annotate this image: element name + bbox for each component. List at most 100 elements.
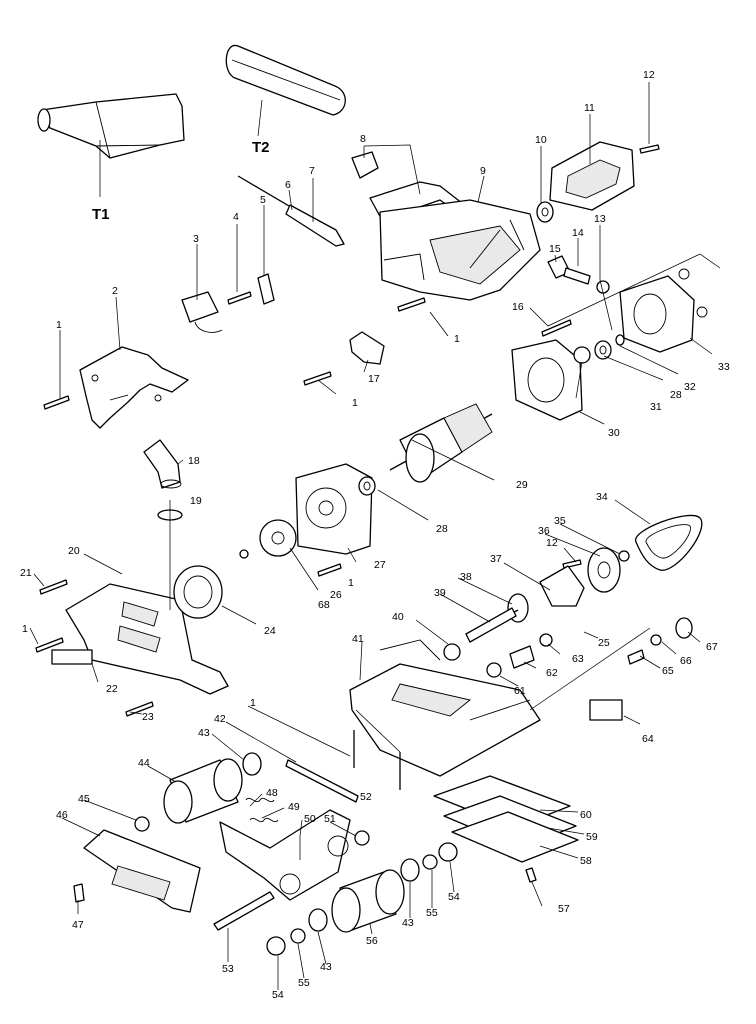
- callout-10: 10: [535, 134, 547, 146]
- callout-65: 65: [662, 665, 674, 677]
- callout-27: 27: [374, 559, 386, 571]
- part-42-52-64: [285, 699, 623, 803]
- callout-23: 23: [142, 711, 154, 723]
- callout-36: 36: [538, 525, 550, 537]
- callout-13: 13: [594, 213, 606, 225]
- callout-30: 30: [608, 427, 620, 439]
- callout-51: 51: [324, 813, 336, 825]
- callout-28: 28: [670, 389, 682, 401]
- callout-60: 60: [580, 809, 592, 821]
- callout-59: 59: [586, 831, 598, 843]
- callout-1: 1: [352, 397, 358, 409]
- part-30-32: [511, 334, 625, 421]
- part-washers: [134, 816, 458, 956]
- callout-52: 52: [360, 791, 372, 803]
- callout-24: 24: [264, 625, 276, 637]
- callout-26: 26: [330, 589, 342, 601]
- callout-33: 33: [718, 361, 730, 373]
- callout-2: 2: [112, 285, 118, 297]
- part-20-24-handle: [65, 565, 229, 695]
- callout-42: 42: [214, 713, 226, 725]
- callout-3: 3: [193, 233, 199, 245]
- callout-55: 55: [426, 907, 438, 919]
- callout-t1: T1: [92, 206, 110, 223]
- callout-25: 25: [598, 637, 610, 649]
- part-3-5-6-7: [181, 175, 345, 333]
- callout-1: 1: [454, 333, 460, 345]
- callout-62: 62: [546, 667, 558, 679]
- callout-58: 58: [580, 855, 592, 867]
- callout-57: 57: [558, 903, 570, 915]
- callout-11: 11: [584, 102, 595, 114]
- callout-48: 48: [266, 787, 278, 799]
- callout-28: 28: [436, 523, 448, 535]
- callout-56: 56: [366, 935, 378, 947]
- callout-66: 66: [680, 655, 692, 667]
- callout-19: 19: [190, 495, 202, 507]
- part-22-label: [51, 649, 93, 665]
- callout-43: 43: [198, 727, 210, 739]
- callout-49: 49: [288, 801, 300, 813]
- callout-43: 43: [402, 917, 414, 929]
- callout-21: 21: [20, 567, 32, 579]
- part-t2-sanding-belt: [225, 45, 346, 116]
- callout-31: 31: [650, 401, 662, 413]
- callout-12: 12: [546, 537, 558, 549]
- part-26-27-68: [239, 463, 373, 559]
- callout-labels: T1 T2 1 1 1 1 1 1 2 3 4 5 6 7 8 9 10 11 …: [20, 69, 730, 1001]
- part-57-60-plates: [433, 775, 579, 883]
- callout-44: 44: [138, 757, 150, 769]
- callout-20: 20: [68, 545, 80, 557]
- callout-6: 6: [285, 179, 291, 191]
- callout-18: 18: [188, 455, 200, 467]
- callout-15: 15: [549, 243, 561, 255]
- part-48-50: [213, 797, 351, 931]
- callout-40: 40: [392, 611, 404, 623]
- part-2-bracket: [79, 346, 189, 429]
- callout-41: 41: [352, 633, 364, 645]
- callout-22: 22: [106, 683, 118, 695]
- callout-1: 1: [250, 697, 256, 709]
- part-43-bearings: [242, 752, 420, 932]
- part-small-components: [443, 617, 693, 678]
- part-10-11: [536, 141, 635, 223]
- callout-9: 9: [480, 165, 486, 177]
- callout-50: 50: [304, 813, 316, 825]
- callout-32: 32: [684, 381, 696, 393]
- part-8-9-housing: [351, 151, 541, 301]
- screws: [35, 144, 660, 717]
- callout-39: 39: [434, 587, 446, 599]
- callout-4: 4: [233, 211, 239, 223]
- parts-drawings: [35, 45, 708, 956]
- part-t1-dust-nozzle: [37, 93, 185, 159]
- part-44-56-drums: [163, 758, 405, 933]
- callout-38: 38: [460, 571, 472, 583]
- callout-7: 7: [309, 165, 315, 177]
- leader-lines: [29, 82, 721, 990]
- callout-68: 68: [318, 599, 330, 611]
- callout-47: 47: [72, 919, 84, 931]
- callout-64: 64: [642, 733, 654, 745]
- callout-35: 35: [554, 515, 566, 527]
- callout-61: 61: [514, 685, 526, 697]
- callout-67: 67: [706, 641, 718, 653]
- callout-t2: T2: [252, 139, 270, 156]
- part-17-19: [143, 331, 385, 521]
- part-29-armature: [389, 403, 493, 483]
- callout-5: 5: [260, 194, 266, 206]
- callout-1: 1: [348, 577, 354, 589]
- callout-1: 1: [56, 319, 62, 331]
- callout-37: 37: [490, 553, 502, 565]
- part-13-16-brush: [547, 255, 610, 294]
- part-41-frame: [349, 639, 541, 777]
- callout-53: 53: [222, 963, 234, 975]
- part-28-bearings: [358, 340, 612, 496]
- callout-16: 16: [512, 301, 524, 313]
- callout-1: 1: [22, 623, 28, 635]
- callout-54: 54: [448, 891, 460, 903]
- callout-46: 46: [56, 809, 68, 821]
- callout-12: 12: [643, 69, 655, 81]
- callout-17: 17: [368, 373, 380, 385]
- callout-45: 45: [78, 793, 90, 805]
